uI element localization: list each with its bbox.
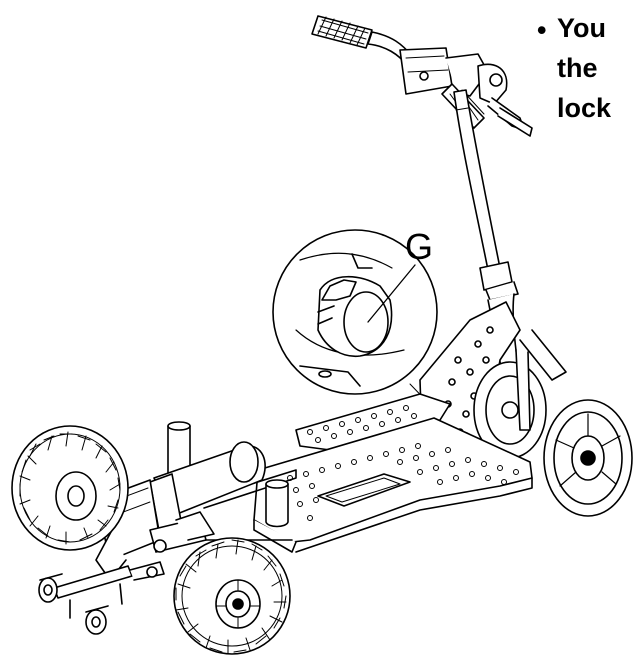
caption-line-3: lock — [557, 93, 612, 123]
rear-right-wheel — [173, 537, 291, 655]
motor-housing — [95, 441, 266, 581]
chassis-deck — [195, 393, 533, 553]
handlebar-assembly — [311, 15, 533, 431]
caption-line-1: You — [557, 13, 606, 43]
front-right-wheel — [543, 399, 633, 517]
caption-line-2: the — [557, 53, 598, 83]
caption-bullet: • — [537, 15, 547, 45]
anti-tip-wheels — [38, 561, 165, 635]
left-grip — [311, 15, 373, 49]
rear-left-wheel — [11, 425, 129, 551]
callout-label-g: G — [405, 226, 434, 267]
instruction-caption: • You the lock — [537, 8, 612, 128]
front-assembly — [419, 301, 633, 517]
